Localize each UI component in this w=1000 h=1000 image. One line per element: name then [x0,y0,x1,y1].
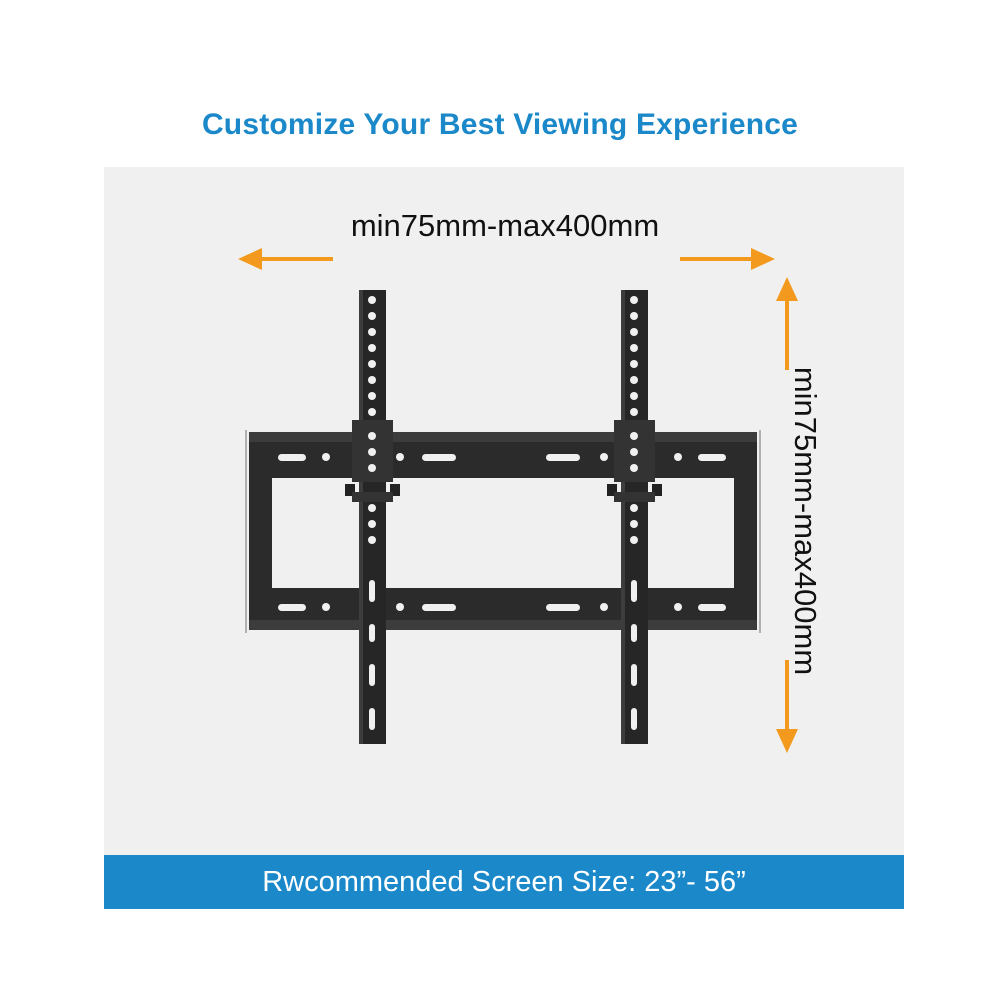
horizontal-range-label: min75mm-max400mm [350,208,660,243]
vertical-range-label: min75mm-max400mm [788,366,823,676]
arrow-down-icon [776,660,798,753]
illustration-panel [104,167,904,855]
right-vertical-arm [607,290,662,744]
arrow-up-icon [776,277,798,370]
headline: Customize Your Best Viewing Experience [201,108,799,141]
screen-size-text: Rwcommended Screen Size: 23”- 56” [262,865,746,898]
left-vertical-arm [345,290,400,744]
screen-size-banner: Rwcommended Screen Size: 23”- 56” [104,855,904,909]
arrow-left-icon [238,248,333,270]
wall-plate [245,430,761,633]
arrow-right-icon [680,248,775,270]
